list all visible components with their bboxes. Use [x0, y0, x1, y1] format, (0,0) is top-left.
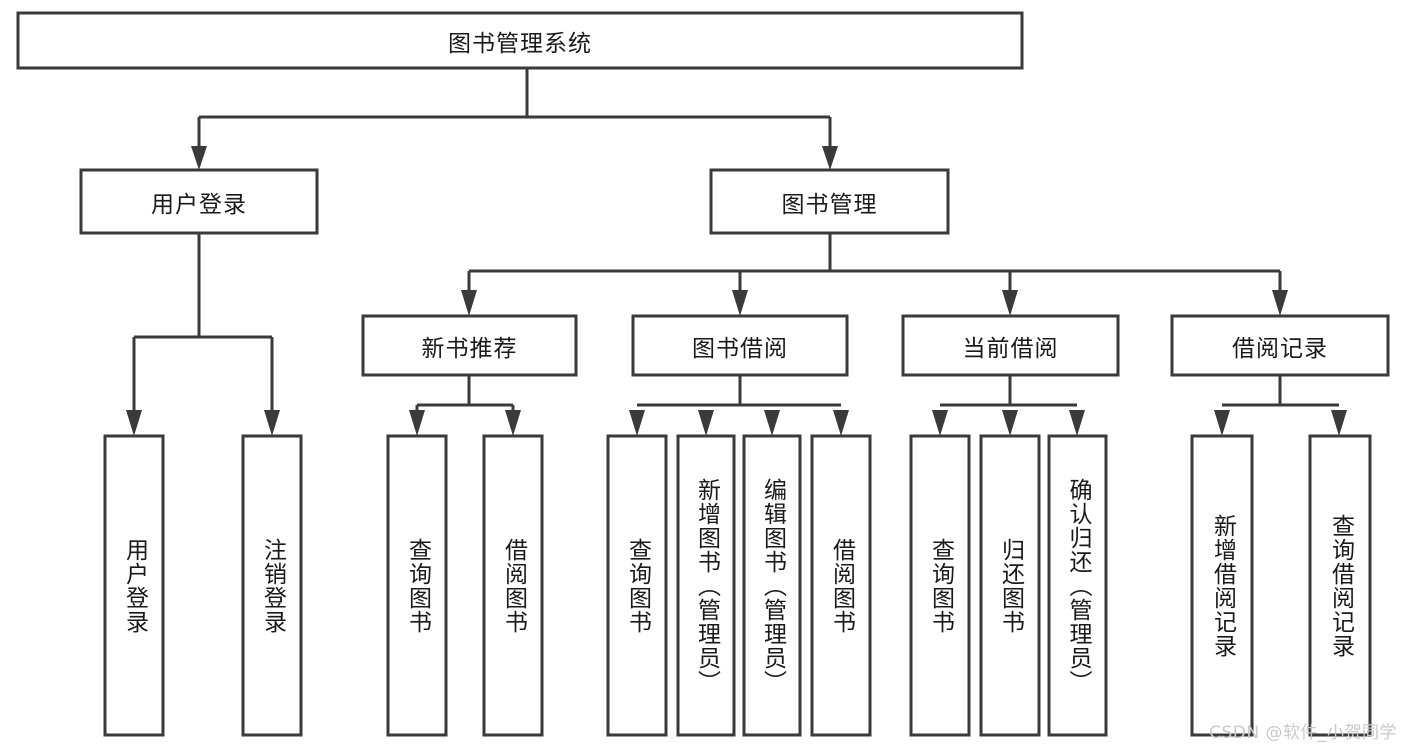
- leaf-box-current-borrow-1[interactable]: [909, 434, 971, 737]
- arrow-head-book-borrow-leaf-2: [698, 410, 714, 436]
- leaf-box-borrow-record-2[interactable]: [1308, 434, 1372, 737]
- leaf-box-new-book-2[interactable]: [482, 434, 544, 737]
- node-book-manage-box[interactable]: [709, 168, 950, 235]
- leaf-box-book-borrow-2[interactable]: [676, 434, 736, 737]
- arrow-head-current-borrow-leaf-2: [1002, 410, 1018, 436]
- csdn-watermark: CSDN @软件_小贺同学: [1209, 723, 1397, 743]
- arrow-head-current-borrow: [1002, 290, 1018, 316]
- leaf-box-book-borrow-3[interactable]: [742, 434, 802, 737]
- arrow-head-book-borrow-leaf-3: [764, 410, 780, 436]
- node-borrow-record-box[interactable]: [1170, 314, 1390, 377]
- arrow-head-new-book: [461, 290, 477, 316]
- arrow-head-new-book-leaf-1: [409, 410, 425, 436]
- arrow-head-book-borrow-leaf-1: [629, 410, 645, 436]
- node-root-box[interactable]: [16, 11, 1024, 70]
- arrow-head-borrow-record-leaf-2: [1331, 410, 1347, 436]
- leaf-box-current-borrow-3[interactable]: [1047, 434, 1108, 737]
- arrow-head-borrow-record-leaf-1: [1214, 410, 1230, 436]
- node-user-login-box[interactable]: [79, 168, 319, 235]
- leaf-box-current-borrow-2[interactable]: [979, 434, 1041, 737]
- arrow-head-borrow-record: [1272, 290, 1288, 316]
- leaf-box-borrow-record-1[interactable]: [1190, 434, 1254, 737]
- arrow-head-book-borrow-leaf-4: [833, 410, 849, 436]
- arrow-head-book-manage: [822, 146, 838, 170]
- arrow-head-user-login-leaf-2: [264, 410, 280, 436]
- leaf-box-user-login-2[interactable]: [241, 434, 303, 737]
- leaf-box-user-login-1[interactable]: [103, 434, 165, 737]
- node-current-borrow-box[interactable]: [901, 314, 1120, 377]
- arrow-head-current-borrow-leaf-3: [1069, 410, 1085, 436]
- node-new-book-box[interactable]: [361, 314, 578, 377]
- node-book-borrow-box[interactable]: [631, 314, 849, 377]
- arrow-head-user-login: [191, 146, 207, 170]
- arrow-head-current-borrow-leaf-1: [932, 410, 948, 436]
- leaf-box-book-borrow-4[interactable]: [810, 434, 872, 737]
- arrow-head-new-book-leaf-2: [505, 410, 521, 436]
- arrow-head-book-borrow: [732, 290, 748, 316]
- leaf-box-new-book-1[interactable]: [386, 434, 448, 737]
- arrow-head-user-login-leaf-1: [126, 410, 142, 436]
- leaf-box-book-borrow-1[interactable]: [606, 434, 668, 737]
